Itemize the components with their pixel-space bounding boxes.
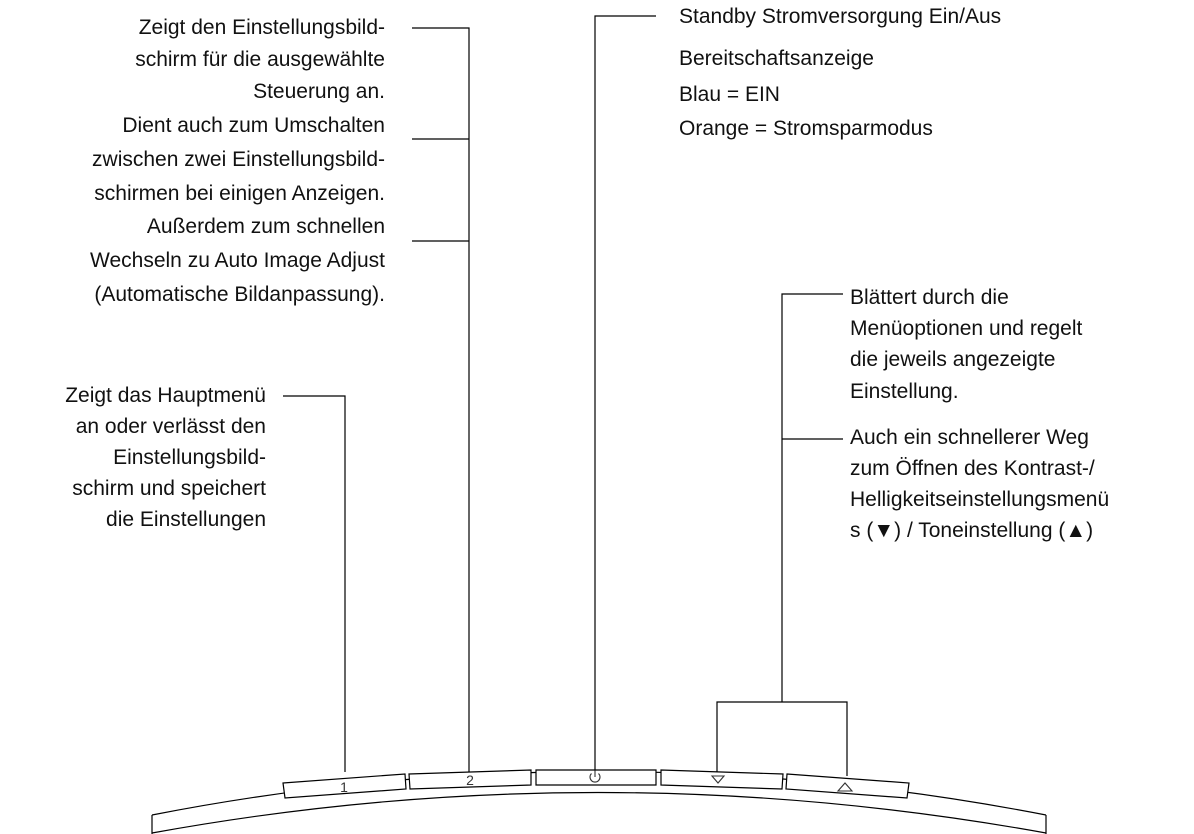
callout-btn1-line: an oder verlässt den (75, 415, 266, 438)
power-icon (589, 770, 601, 783)
key-down (660, 769, 784, 790)
callout-arrows-line: Einstellung. (850, 380, 959, 403)
triangle-down-icon (710, 775, 726, 784)
callout-btn2-line: zwischen zwei Einstellungsbild- (92, 148, 385, 171)
callout-btn1-line: schirm und speichert (72, 477, 266, 500)
callout-arrows-line: s (▼) / Toneinstellung (▲) (850, 519, 1094, 542)
callout-btn2-line: Dient auch zum Umschalten (122, 114, 385, 137)
leader-line-arrows-a (781, 293, 843, 702)
callout-power-line: Standby Stromversorgung Ein/Aus (679, 5, 1002, 28)
callout-btn1-line: die Einstellungen (106, 508, 266, 531)
callout-btn2-line: schirm für die ausgewählte (135, 48, 385, 71)
callout-arrows-line: Blättert durch die (850, 286, 1009, 309)
callout-arrows-line: Menüoptionen und regelt (850, 317, 1083, 340)
callout-power-line: Bereitschaftsanzeige (679, 47, 874, 70)
key-1 (282, 773, 407, 799)
callout-arrows-line: zum Öffnen des Kontrast-/ (850, 457, 1095, 480)
leader-line-power (594, 15, 656, 776)
callout-btn2-line: Außerdem zum schnellen (146, 215, 385, 238)
key-power (535, 769, 657, 786)
key-2 (408, 769, 532, 790)
callout-btn2-line: Zeigt den Einstellungsbild- (138, 16, 385, 39)
callout-power-line: Orange = Stromsparmodus (679, 117, 933, 140)
callout-btn2-line: (Automatische Bildanpassung). (94, 283, 385, 306)
callout-power-line: Blau = EIN (679, 83, 780, 106)
callout-btn2-line: Wechseln zu Auto Image Adjust (90, 249, 385, 272)
callout-arrows-line: Auch ein schnellerer Weg (850, 426, 1089, 449)
callout-btn2-line: schirmen bei einigen Anzeigen. (94, 182, 385, 205)
callout-btn1-line: Einstellungsbild- (113, 446, 266, 469)
leader-line-btn1 (283, 395, 346, 772)
leader-line-btn2-a (412, 27, 470, 772)
callout-arrows-line: Helligkeitseinstellungsmenü (850, 488, 1110, 511)
key-2-label: 2 (466, 772, 474, 788)
triangle-up-icon (836, 782, 854, 792)
callout-btn1-line: Zeigt das Hauptmenü (65, 384, 266, 407)
leader-line-arrows-bracket (716, 701, 848, 776)
key-1-label: 1 (340, 779, 348, 795)
callout-arrows-line: die jeweils angezeigte (850, 348, 1056, 371)
callout-btn2-line: Steuerung an. (253, 80, 385, 103)
